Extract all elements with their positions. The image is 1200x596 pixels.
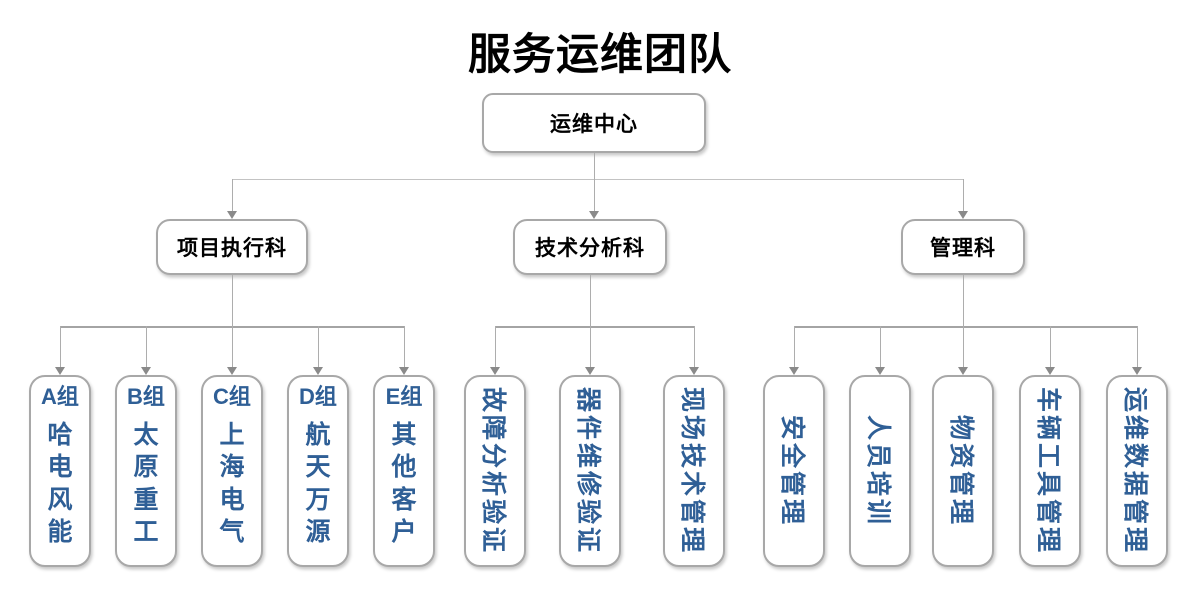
arrow-down-icon [141, 367, 151, 375]
node-root-label: 运维中心 [550, 113, 638, 136]
node-tech-analysis: 技术分析科 [513, 219, 667, 275]
arrow-down-icon [227, 367, 237, 375]
node-group-b: B组 太原重工 [115, 375, 177, 567]
node-project-execution: 项目执行科 [156, 219, 308, 275]
connector-line [794, 326, 795, 367]
connector-line [594, 153, 595, 179]
connector-line [495, 326, 694, 328]
node-field-tech-management: 现场技术管理 [663, 375, 725, 567]
connector-line [146, 326, 147, 367]
connector-line [880, 326, 881, 367]
leaf-label: 物资管理 [947, 414, 975, 528]
group-label: A组 [41, 384, 79, 409]
leaf-label: 器件维修验证 [574, 386, 602, 556]
node-project-execution-label: 项目执行科 [177, 237, 287, 260]
group-label: C组 [213, 384, 251, 409]
connector-line [594, 179, 595, 211]
arrow-down-icon [1132, 367, 1142, 375]
connector-line [495, 326, 496, 367]
arrow-down-icon [313, 367, 323, 375]
leaf-label: 运维数据管理 [1121, 386, 1149, 556]
group-label: B组 [127, 384, 165, 409]
connector-line [794, 326, 1137, 328]
connector-line [404, 326, 405, 367]
node-materials-management: 物资管理 [932, 375, 994, 567]
connector-line [318, 326, 319, 367]
connector-line [232, 179, 233, 211]
node-management-label: 管理科 [930, 237, 996, 260]
connector-line [232, 275, 233, 326]
node-group-d: D组 航天万源 [287, 375, 349, 567]
leaf-label: 人员培训 [864, 414, 892, 528]
connector-line [590, 326, 591, 367]
arrow-down-icon [227, 211, 237, 219]
connector-line [963, 326, 964, 367]
connector-line [590, 275, 591, 326]
group-name: 其他客户 [391, 420, 417, 547]
chart-title: 服务运维团队 [468, 31, 732, 79]
group-label: E组 [385, 384, 423, 409]
group-label: D组 [299, 384, 337, 409]
arrow-down-icon [589, 211, 599, 219]
group-name: 太原重工 [133, 420, 159, 547]
node-safety-management: 安全管理 [763, 375, 825, 567]
connector-line [232, 326, 233, 367]
arrow-down-icon [399, 367, 409, 375]
arrow-down-icon [490, 367, 500, 375]
connector-line [1137, 326, 1138, 367]
node-group-c: C组 上海电气 [201, 375, 263, 567]
node-group-a: A组 哈电风能 [29, 375, 91, 567]
node-group-e: E组 其他客户 [373, 375, 435, 567]
arrow-down-icon [958, 211, 968, 219]
connector-line [1050, 326, 1051, 367]
arrow-down-icon [1045, 367, 1055, 375]
group-name: 哈电风能 [47, 420, 73, 547]
connector-line [232, 179, 963, 180]
arrow-down-icon [958, 367, 968, 375]
leaf-label: 安全管理 [778, 414, 806, 528]
node-management: 管理科 [901, 219, 1025, 275]
leaf-label: 车辆工具管理 [1034, 386, 1062, 556]
node-fault-analysis: 故障分析验证 [464, 375, 526, 567]
arrow-down-icon [789, 367, 799, 375]
arrow-down-icon [875, 367, 885, 375]
connector-line [694, 326, 695, 367]
group-name: 航天万源 [305, 420, 331, 547]
leaf-label: 故障分析验证 [479, 386, 507, 556]
leaf-label: 现场技术管理 [678, 386, 706, 556]
node-component-repair: 器件维修验证 [559, 375, 621, 567]
connector-line [60, 326, 61, 367]
arrow-down-icon [689, 367, 699, 375]
arrow-down-icon [585, 367, 595, 375]
node-tech-analysis-label: 技术分析科 [535, 237, 645, 260]
arrow-down-icon [55, 367, 65, 375]
node-root: 运维中心 [482, 93, 706, 153]
node-personnel-training: 人员培训 [849, 375, 911, 567]
node-vehicle-tools-management: 车辆工具管理 [1019, 375, 1081, 567]
connector-line [963, 179, 964, 211]
node-om-data-management: 运维数据管理 [1106, 375, 1168, 567]
group-name: 上海电气 [219, 420, 245, 547]
connector-line [963, 275, 964, 326]
